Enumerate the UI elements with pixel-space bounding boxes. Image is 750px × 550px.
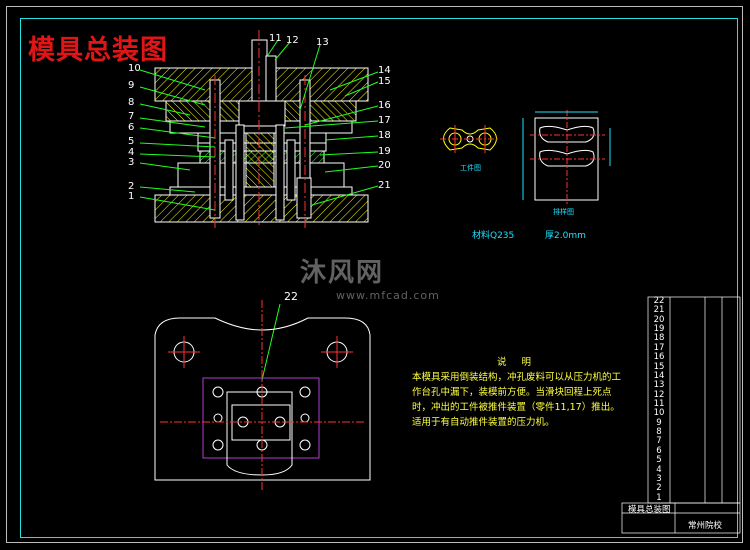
bom-row-number: 6 <box>656 445 662 456</box>
bom-row-number: 12 <box>653 389 665 400</box>
bom-row-number: 13 <box>653 380 665 391</box>
workpiece-view <box>440 125 500 153</box>
callout-9: 9 <box>128 80 135 91</box>
callout-7: 7 <box>128 111 135 122</box>
drawing-title: 模具总装图 <box>28 35 168 66</box>
strip-layout-view <box>522 110 611 205</box>
material-label: 材料Q235 <box>472 231 515 241</box>
callout-12: 12 <box>286 35 299 46</box>
bom-row-number: 17 <box>653 342 665 353</box>
strip-layout-label: 排样图 <box>553 208 574 216</box>
callout-2: 2 <box>128 181 135 192</box>
title-block <box>621 502 741 534</box>
bom-row-number: 14 <box>653 370 665 381</box>
callout-10: 10 <box>128 63 141 74</box>
bom-row-number: 2 <box>656 483 662 494</box>
bom-row-number: 22 <box>653 296 665 306</box>
bom-row-number: 20 <box>653 314 665 325</box>
bom-row-number: 19 <box>653 324 665 335</box>
callout-21: 21 <box>378 180 391 191</box>
lower-die-holder <box>154 194 369 223</box>
technical-notes: 说 明 本模具采用倒装结构，冲孔废料可以从压力机的工作台孔中漏下，装模前方便。当… <box>412 355 622 430</box>
watermark-url: www.mfcad.com <box>336 289 440 302</box>
inner-frame <box>20 18 738 538</box>
workpiece-label: 工件图 <box>460 164 481 172</box>
leader-lines <box>139 39 379 381</box>
notes-body: 本模具采用倒装结构，冲孔废料可以从压力机的工作台孔中漏下，装模前方便。当滑块回程… <box>412 372 622 428</box>
callout-14: 14 <box>378 65 391 76</box>
callout-17: 17 <box>378 115 391 126</box>
shank-flange <box>238 100 286 127</box>
title-block-school: 常州院校 <box>688 521 723 531</box>
bom-row-number: 5 <box>656 455 662 466</box>
pin-a <box>224 139 234 201</box>
callout-3: 3 <box>128 157 135 168</box>
title-block-name: 模具总装图 <box>628 505 671 515</box>
bom-row-number: 9 <box>656 417 662 428</box>
callout-16: 16 <box>378 100 391 111</box>
plan-view <box>154 300 371 490</box>
callout-19: 19 <box>378 146 391 157</box>
bom-row-number: 16 <box>653 352 665 363</box>
bom-row-number: 11 <box>653 399 665 409</box>
section-view <box>154 30 369 228</box>
notes-heading: 说 明 <box>496 357 538 368</box>
callout-6: 6 <box>128 122 135 133</box>
watermark-text: 沐风网 <box>300 258 385 288</box>
bom-row-number: 3 <box>656 473 662 484</box>
bom-row-number: 7 <box>656 436 662 447</box>
callout-11: 11 <box>269 33 282 44</box>
callout-13: 13 <box>316 37 329 48</box>
punch-a <box>235 124 245 221</box>
callout-22: 22 <box>284 290 298 303</box>
callout-5: 5 <box>128 136 135 147</box>
callout-18: 18 <box>378 130 391 141</box>
bom-row-number: 1 <box>656 492 662 503</box>
outer-frame <box>6 6 743 543</box>
callout-1: 1 <box>128 191 135 202</box>
callout-20: 20 <box>378 160 391 171</box>
callout-4: 4 <box>128 147 135 158</box>
die-spacer <box>169 186 353 196</box>
punch-b <box>275 124 285 221</box>
callout-15: 15 <box>378 76 391 87</box>
bom-row-number: 4 <box>656 464 662 475</box>
central-punch <box>245 132 275 188</box>
bom-row-number: 21 <box>653 305 665 316</box>
screw <box>296 177 312 219</box>
pin-b <box>286 139 296 201</box>
callout-8: 8 <box>128 97 135 108</box>
bom-row-number: 10 <box>653 408 665 419</box>
watermark: 沐风网 www.mfcad.com <box>300 252 440 302</box>
thickness-label: 厚2.0mm <box>545 231 586 241</box>
bom-row-number: 8 <box>656 427 662 438</box>
bom-row-number: 15 <box>653 361 665 372</box>
bom-row-number: 18 <box>653 333 665 344</box>
